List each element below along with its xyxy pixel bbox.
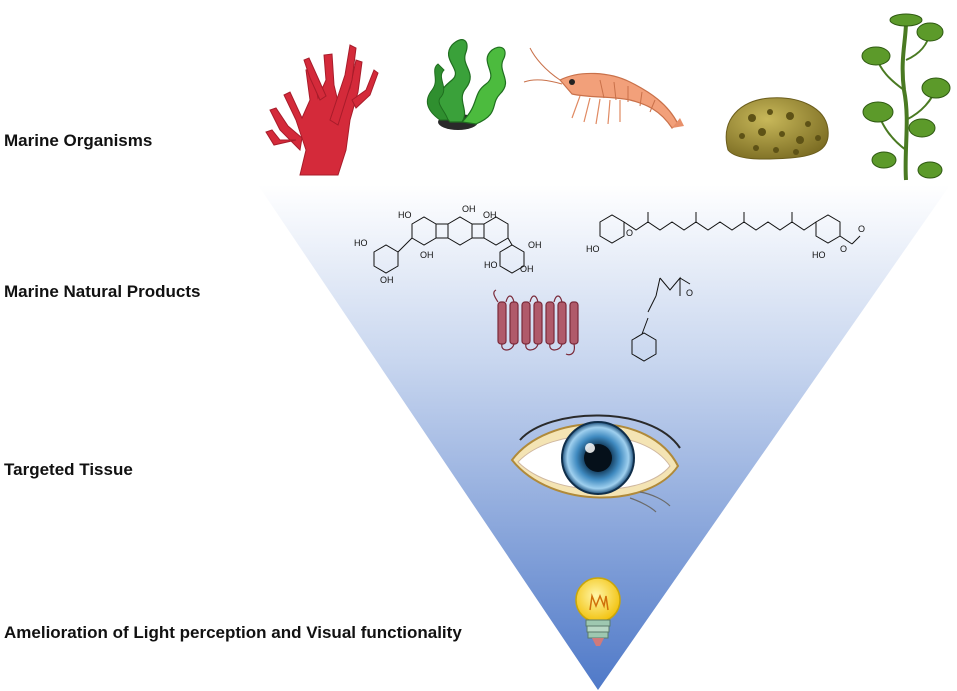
coral-icon — [265, 44, 379, 176]
chem-label-o: O — [686, 288, 693, 298]
chem-label-o: O — [626, 228, 633, 238]
chem-label-oh: OH — [528, 240, 542, 250]
chem-label-ho: HO — [586, 244, 600, 254]
carotenoid-structure — [599, 212, 861, 245]
chem-label-oh: OH — [380, 275, 394, 285]
row-label-amelioration: Amelioration of Light perception and Vis… — [4, 623, 462, 642]
row-label-targeted-tissue: Targeted Tissue — [4, 460, 133, 479]
shrimp-icon — [523, 47, 684, 129]
row-label-marine-organisms: Marine Organisms — [4, 131, 153, 150]
chem-label-o: O — [840, 244, 847, 254]
row-label-marine-natural-products: Marine Natural Products — [4, 282, 201, 301]
chem-label-ho: HO — [354, 238, 368, 248]
chem-label-ho: HO — [484, 260, 498, 270]
chem-label-o: O — [858, 224, 865, 234]
chem-label-oh: OH — [520, 264, 534, 274]
sponge-icon — [725, 97, 829, 160]
chem-label-oh: OH — [420, 250, 434, 260]
chem-label-oh: OH — [483, 210, 497, 220]
transmembrane-protein-icon — [493, 289, 579, 356]
eye-icon — [510, 414, 681, 513]
chem-label-oh: OH — [462, 204, 476, 214]
chem-label-ho: HO — [398, 210, 412, 220]
phlorotannin-structure — [373, 216, 525, 274]
chem-label-ho: HO — [812, 250, 826, 260]
lightbulb-icon — [575, 577, 621, 646]
green-seaweed-icon — [426, 39, 507, 130]
acetabularia-algae-icon — [861, 13, 951, 181]
thioether-ketone-structure — [631, 276, 691, 362]
